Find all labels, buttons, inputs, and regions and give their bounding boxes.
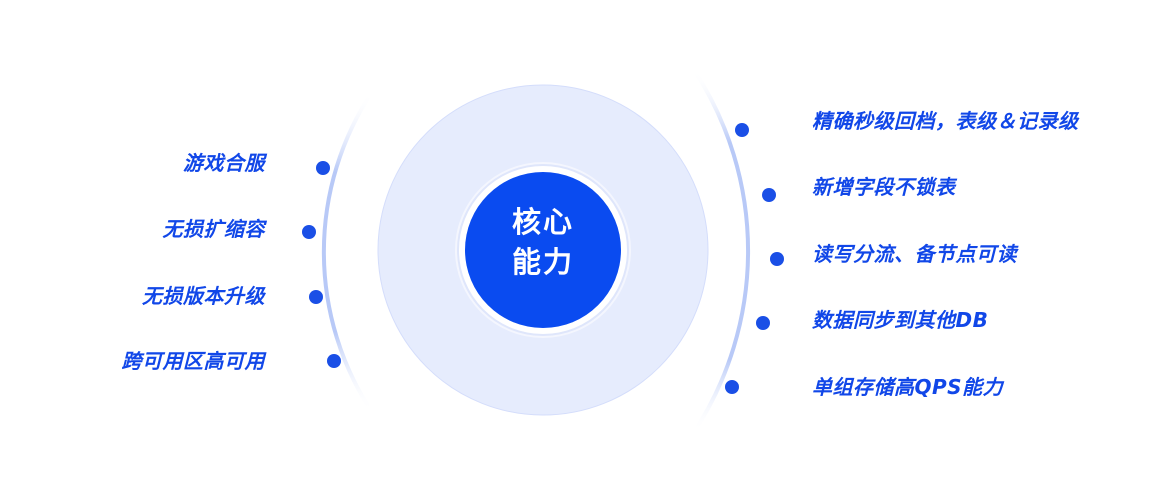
- core-title-line1: 核心: [511, 205, 574, 239]
- right-item-label: 精确秒级回档，表级＆记录级: [812, 109, 1079, 133]
- right-dot: [762, 188, 776, 202]
- left-dot: [316, 161, 330, 175]
- right-item-label: 新增字段不锁表: [812, 175, 956, 199]
- right-arc: [692, 68, 751, 434]
- right-dot: [735, 123, 749, 137]
- left-dot: [302, 225, 316, 239]
- right-item-label: 单组存储高QPS能力: [812, 375, 1004, 399]
- core-circle: [465, 172, 621, 328]
- right-dot: [756, 316, 770, 330]
- left-arc: [321, 90, 374, 414]
- left-item-label: 游戏合服: [183, 151, 265, 175]
- right-dot: [770, 252, 784, 266]
- core-title: 核心 能力: [463, 202, 623, 282]
- right-item-label: 数据同步到其他DB: [812, 308, 989, 332]
- left-dot: [327, 354, 341, 368]
- right-item-label: 读写分流、备节点可读: [812, 242, 1017, 266]
- left-dot: [309, 290, 323, 304]
- right-dot: [725, 380, 739, 394]
- left-item-label: 无损版本升级: [142, 284, 265, 308]
- left-item-label: 跨可用区高可用: [121, 349, 265, 373]
- left-item-label: 无损扩缩容: [162, 217, 265, 241]
- core-title-line2: 能力: [511, 245, 574, 279]
